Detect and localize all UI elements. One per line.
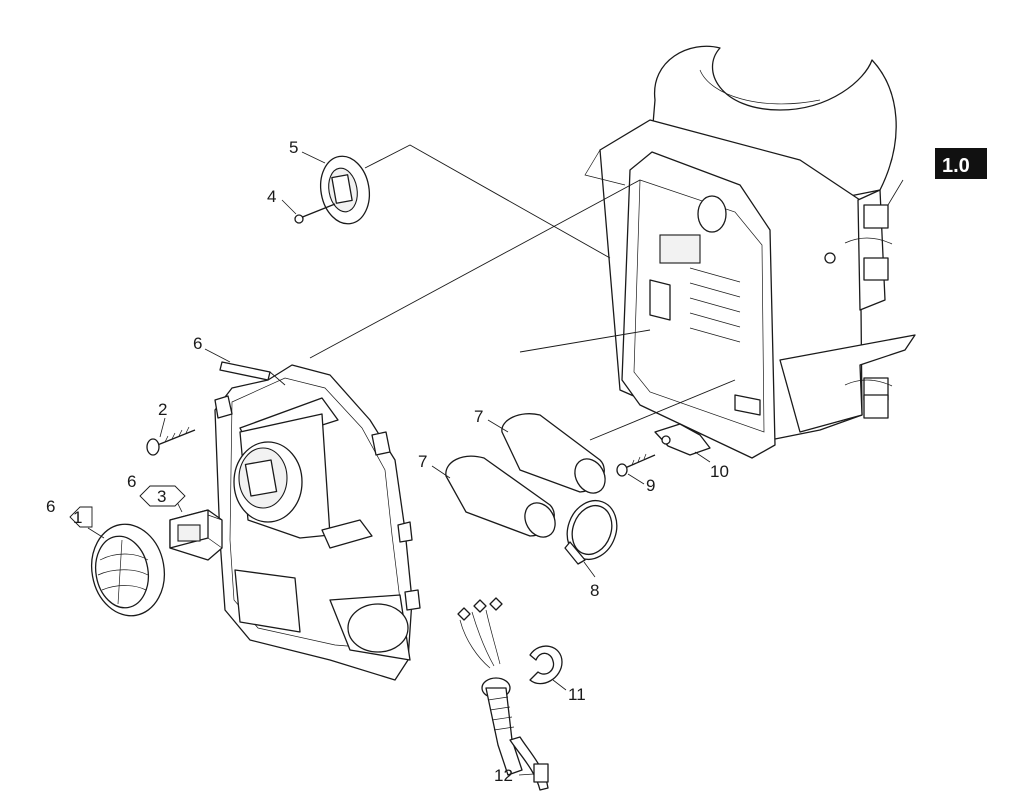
callout-6-switch: 6 — [127, 472, 136, 491]
leader-lines — [87, 151, 904, 776]
callout-9: 9 — [646, 476, 655, 495]
part-2-screw — [146, 426, 196, 456]
tag-box-part-1 — [69, 506, 93, 528]
front-cover — [214, 364, 421, 681]
callout-4: 4 — [267, 187, 276, 206]
callout-8: 8 — [590, 581, 599, 600]
callout-6-knob: 6 — [46, 497, 55, 516]
housing-vent-slots — [649, 195, 761, 416]
callout-6-top: 6 — [193, 334, 202, 353]
part-7-capacitor-front — [445, 455, 556, 538]
callout-3: 3 — [157, 487, 166, 506]
reference-label-box: 1.0 — [935, 148, 987, 179]
part-4-screw — [294, 203, 336, 224]
tag-box-part-3 — [139, 485, 186, 507]
callout-11: 11 — [568, 685, 586, 704]
part-5-seal — [319, 155, 371, 225]
part-12-power-cable — [457, 597, 549, 791]
assembly-lines — [269, 144, 736, 441]
part-3-switch — [169, 509, 223, 561]
part-9-screw — [616, 453, 656, 477]
part-10-bracket — [654, 423, 711, 456]
callout-labels: 5 4 6 2 6 3 6 1 7 7 9 10 8 11 12 — [46, 138, 729, 785]
part-11-retaining-ring — [529, 645, 563, 685]
callout-7-front: 7 — [418, 452, 427, 471]
callout-10: 10 — [710, 462, 729, 481]
part-1-knob — [91, 523, 165, 617]
callout-2: 2 — [158, 400, 167, 419]
callout-5: 5 — [289, 138, 298, 157]
part-7-capacitor-rear — [501, 413, 606, 494]
callout-1: 1 — [73, 508, 82, 527]
part-6-cable-strip — [219, 361, 271, 381]
rear-housing — [584, 45, 916, 459]
callout-12: 12 — [494, 766, 513, 785]
part-8-clamp — [564, 499, 618, 565]
callout-7-rear: 7 — [474, 407, 483, 426]
reference-label: 1.0 — [942, 155, 970, 177]
